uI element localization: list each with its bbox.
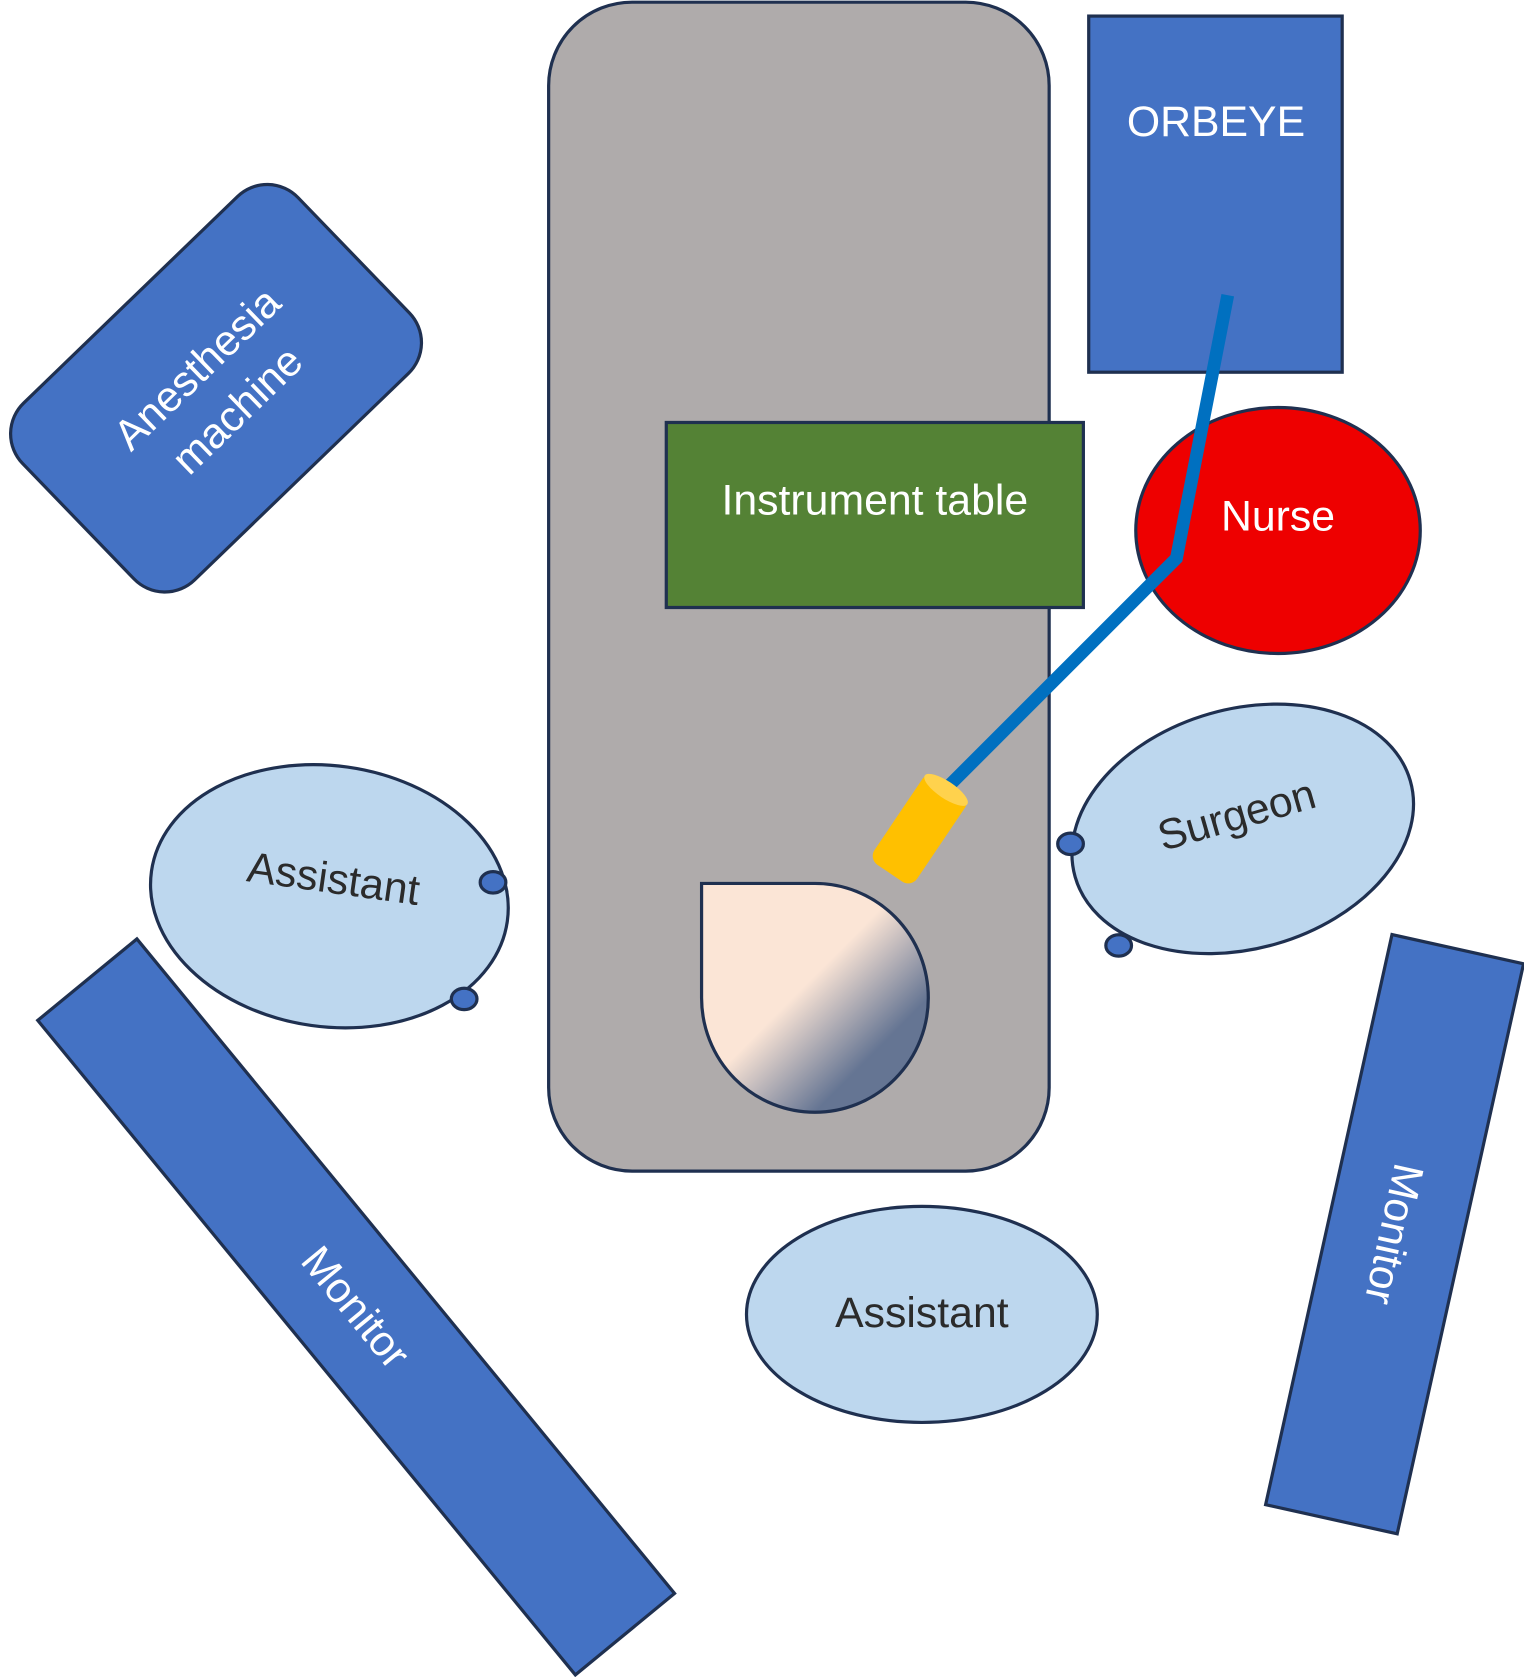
microscope-arm xyxy=(941,293,1235,793)
monitor-right: Monitor xyxy=(1263,932,1524,1536)
assistant-bottom-label: Assistant xyxy=(835,1289,1009,1337)
instrument-table: Instrument table xyxy=(664,420,1085,610)
assistant-left: Assistant xyxy=(148,763,510,1030)
nurse-label: Nurse xyxy=(1221,492,1335,540)
anesthesia-machine: Anesthesia machine xyxy=(8,182,424,594)
hand-marker xyxy=(449,986,479,1012)
hand-marker xyxy=(1104,933,1134,958)
orbeye-unit: ORBEYE xyxy=(1087,14,1344,374)
orbeye-label: ORBEYE xyxy=(1127,98,1305,146)
hand-marker xyxy=(478,870,508,895)
surgeon: Surgeon xyxy=(1056,702,1416,958)
patient-head xyxy=(699,881,930,1114)
instrument-table-label: Instrument table xyxy=(722,476,1029,524)
nurse: Nurse xyxy=(1134,405,1422,656)
hand-marker xyxy=(1056,831,1085,857)
assistant-bottom: Assistant xyxy=(744,1204,1099,1425)
monitor-left: Monitor xyxy=(35,936,677,1677)
camera-head xyxy=(872,773,968,884)
